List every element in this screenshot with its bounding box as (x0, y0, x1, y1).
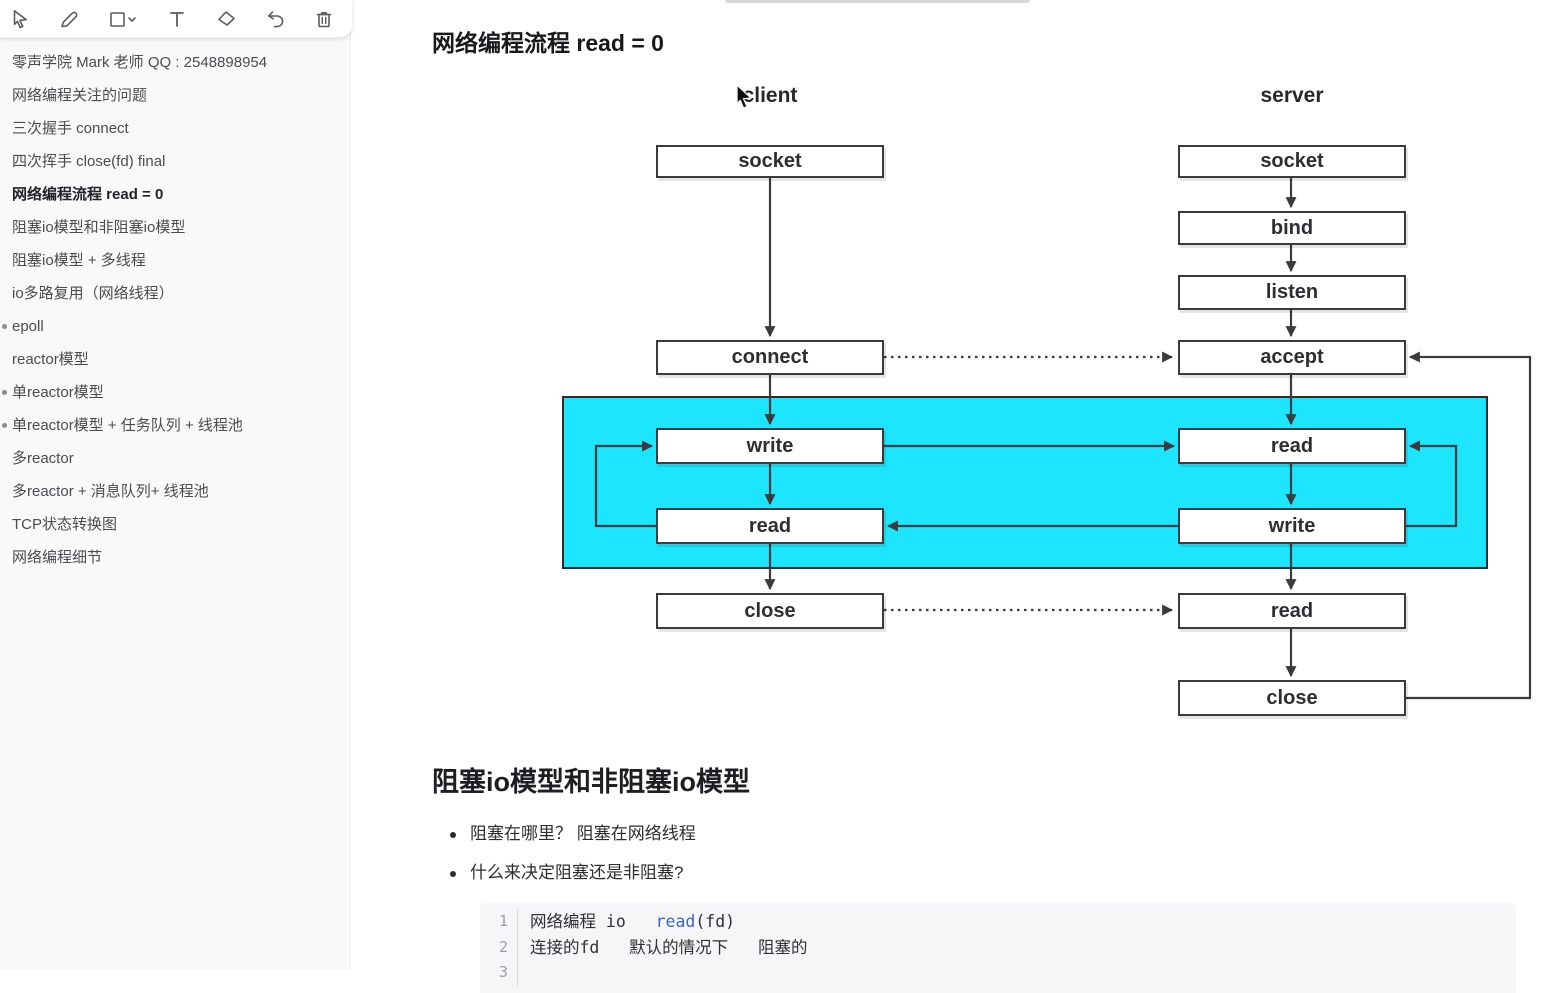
bullet-item: 阻塞在哪里？ 阻塞在网络线程 (450, 819, 696, 844)
server-bind-box[interactable]: bind (1178, 211, 1406, 245)
undo-button[interactable] (263, 7, 287, 31)
bullet-text: 阻塞在哪里？ 阻塞在网络线程 (470, 824, 696, 843)
bullet-dot-icon (450, 870, 456, 877)
sidebar-item-epoll[interactable]: epoll (0, 310, 350, 343)
section-heading: 阻塞io模型和非阻塞io模型 (432, 767, 750, 797)
pen-tool-button[interactable] (57, 7, 81, 31)
sidebar-item-qq-info[interactable]: 零声学院 Mark 老师 QQ : 2548898954 (12, 54, 268, 71)
bullet-item: 什么来决定阻塞还是非阻塞? (450, 858, 683, 883)
client-read-box[interactable]: read (656, 508, 884, 544)
server-close-box[interactable]: close (1178, 680, 1406, 716)
pencil-icon (61, 11, 78, 27)
delete-button[interactable] (312, 7, 336, 31)
bullet-text: 什么来决定阻塞还是非阻塞? (470, 863, 684, 882)
server-listen-box[interactable]: listen (1178, 275, 1406, 310)
sidebar-item-tcp-state[interactable]: TCP状态转换图 (12, 516, 118, 533)
eraser-tool-button[interactable] (214, 7, 238, 31)
code-line-number: 2 (480, 934, 518, 960)
drawing-toolbar (0, 0, 352, 38)
code-line-number: 3 (480, 960, 518, 986)
sidebar-item-multi-reactor[interactable]: 多reactor (12, 450, 74, 467)
server-read2-box[interactable]: read (1178, 593, 1406, 629)
text-tool-button[interactable] (165, 7, 189, 31)
server-read-box[interactable]: read (1178, 428, 1406, 464)
client-socket-box[interactable]: socket (656, 145, 884, 178)
sidebar-item-handshake[interactable]: 三次握手 connect (12, 120, 129, 137)
server-accept-box[interactable]: accept (1178, 340, 1406, 375)
cursor-icon (13, 9, 27, 28)
code-block[interactable]: 1 网络编程 io read(fd) 2 连接的fd 默认的情况下 阻塞的 3 (480, 903, 1516, 993)
select-tool-button[interactable] (8, 7, 32, 31)
sidebar-item-wave[interactable]: 四次挥手 close(fd) final (12, 153, 166, 170)
trash-icon (316, 11, 332, 27)
sidebar-item-reactor[interactable]: reactor模型 (12, 351, 89, 368)
code-line-text: 网络编程 io read(fd) (530, 912, 736, 931)
sidebar-item-single-reactor[interactable]: 单reactor模型 (0, 376, 350, 409)
code-line-text: 连接的fd 默认的情况下 阻塞的 (530, 937, 808, 957)
collapse-marker-icon (2, 423, 7, 428)
keyword-read: read (655, 912, 696, 931)
eraser-icon (218, 10, 235, 26)
clipped-panel-edge (725, 0, 1030, 3)
code-line-number: 1 (480, 909, 518, 935)
bullet-dot-icon (450, 831, 456, 838)
undo-icon (268, 10, 284, 27)
client-column-label: client (742, 84, 798, 107)
client-write-box[interactable]: write (656, 428, 884, 464)
shape-tool-button[interactable] (106, 7, 140, 31)
server-column-label: server (1260, 84, 1324, 107)
sidebar-item-multi-reactor-queue[interactable]: 多reactor + 消息队列+ 线程池 (12, 483, 209, 500)
client-close-box[interactable]: close (656, 593, 884, 629)
main-content: 网络编程流程 read = 0 (350, 0, 1552, 993)
server-socket-box[interactable]: socket (1178, 145, 1406, 178)
code-line-3: 3 (480, 960, 1516, 986)
collapse-marker-icon (2, 324, 7, 329)
outline-list: 零声学院 Mark 老师 QQ : 2548898954 网络编程关注的问题 三… (0, 46, 350, 574)
collapse-marker-icon (2, 390, 7, 395)
sidebar-item-concerns[interactable]: 网络编程关注的问题 (12, 87, 148, 104)
sidebar-item-blocking-multithread[interactable]: 阻塞io模型 + 多线程 (12, 252, 146, 269)
sidebar-item-blocking-io[interactable]: 阻塞io模型和非阻塞io模型 (12, 219, 186, 236)
client-connect-box[interactable]: connect (656, 340, 884, 375)
code-line-2: 2 连接的fd 默认的情况下 阻塞的 (480, 934, 1516, 960)
sidebar-item-details[interactable]: 网络编程细节 (12, 549, 103, 566)
rectangle-chevron-icon (110, 11, 136, 27)
page-title: 网络编程流程 read = 0 (432, 30, 664, 56)
code-line-text (518, 960, 530, 986)
server-write-box[interactable]: write (1178, 508, 1406, 544)
outline-sidebar: 零声学院 Mark 老师 QQ : 2548898954 网络编程关注的问题 三… (0, 0, 351, 970)
text-tool-icon (170, 11, 184, 27)
sidebar-item-io-multiplex[interactable]: io多路复用（网络线程） (12, 285, 174, 302)
code-line-1: 1 网络编程 io read(fd) (480, 909, 1516, 935)
sidebar-item-single-reactor-queue[interactable]: 单reactor模型 + 任务队列 + 线程池 (0, 409, 350, 442)
sidebar-item-flow-read0[interactable]: 网络编程流程 read = 0 (12, 186, 164, 203)
